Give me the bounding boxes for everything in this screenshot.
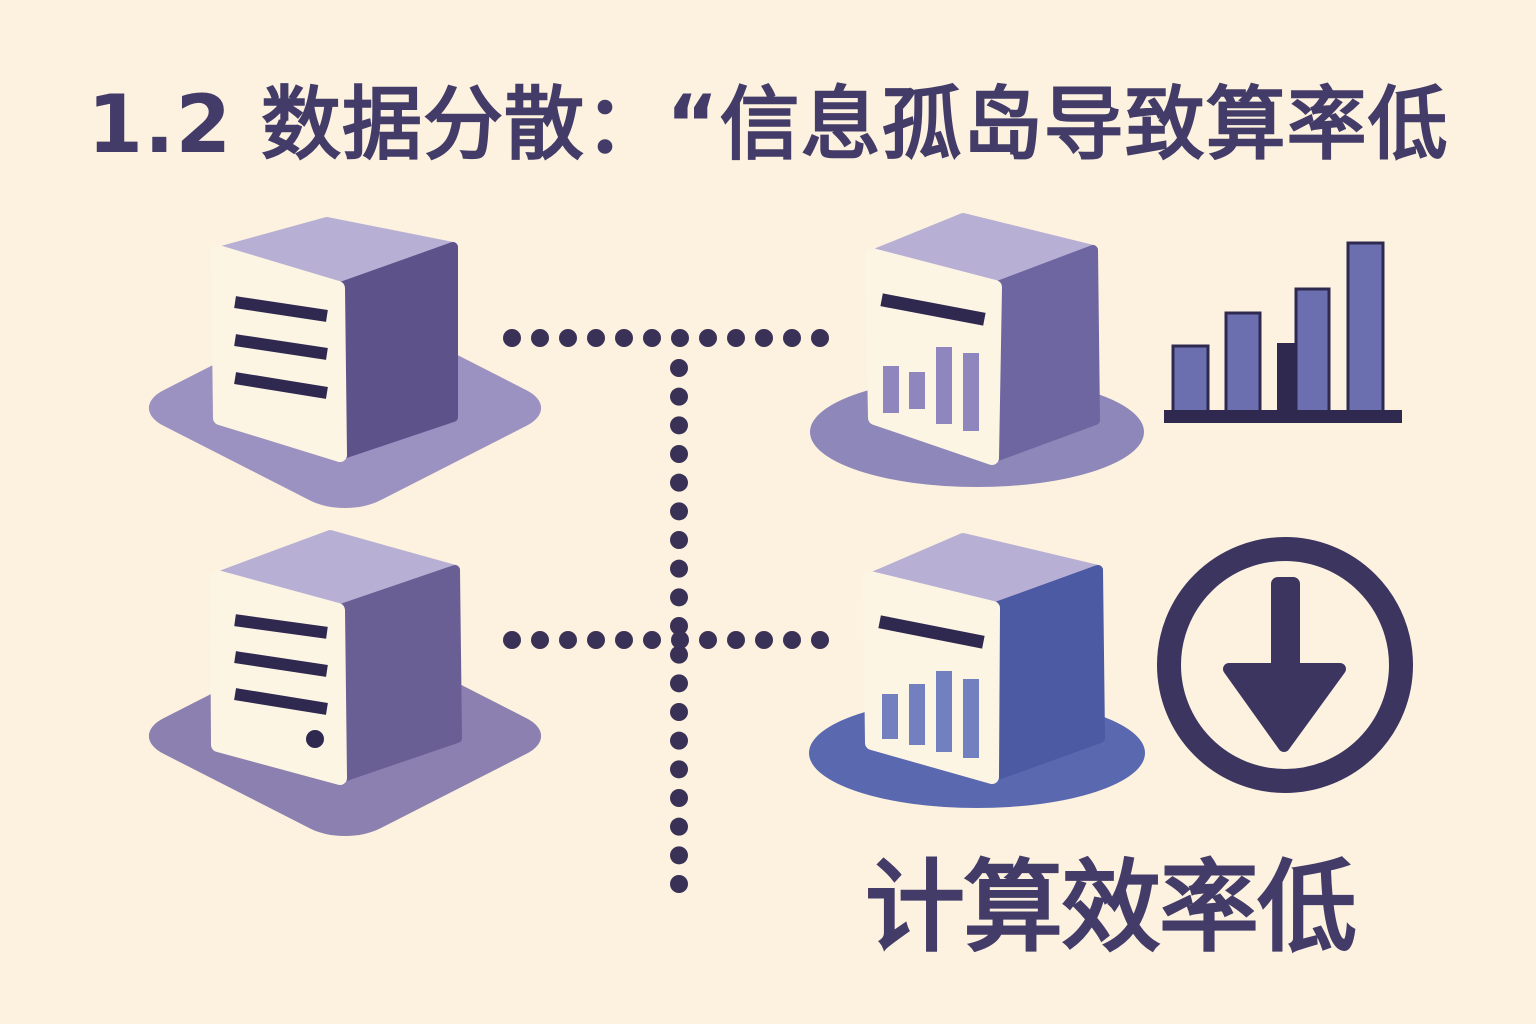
- caption-low-efficiency: 计算效率低: [865, 849, 1357, 966]
- server-slot: [878, 615, 985, 649]
- mini-bar-chart: [882, 671, 979, 758]
- arrow-stem: [1271, 577, 1300, 679]
- server-slots: [234, 296, 328, 399]
- dotted-connector-top: [503, 329, 829, 347]
- arrow-head: [1223, 663, 1346, 752]
- cube-right-face: [333, 565, 462, 783]
- server-cube-top-left-icon: [211, 217, 458, 462]
- cube-right-face: [333, 242, 458, 460]
- cube-front-face: [210, 570, 347, 785]
- dotted-connector-vertical: [670, 359, 688, 893]
- bar-chart-icon: [1164, 241, 1402, 423]
- cube-right-face: [987, 245, 1100, 463]
- mini-bar-chart: [883, 347, 979, 431]
- page-title: 1.2 数据分散：“信息孤岛导致算率低: [87, 78, 1449, 171]
- chart-dark-bar: [1277, 343, 1300, 422]
- server-cube-bottom-right-icon: [863, 533, 1105, 784]
- server-led-dot: [306, 730, 324, 748]
- chart-baseline: [1164, 410, 1402, 423]
- server-slots: [234, 614, 328, 715]
- dotted-connector-bottom: [503, 631, 829, 649]
- circle-ring: [1157, 537, 1413, 793]
- server-cube-top-right-icon: [865, 213, 1100, 465]
- down-arrow-circle-icon: [1157, 537, 1413, 793]
- server-cube-bottom-left-icon: [210, 530, 462, 785]
- cube-right-face: [987, 565, 1105, 782]
- server-slot: [880, 293, 986, 326]
